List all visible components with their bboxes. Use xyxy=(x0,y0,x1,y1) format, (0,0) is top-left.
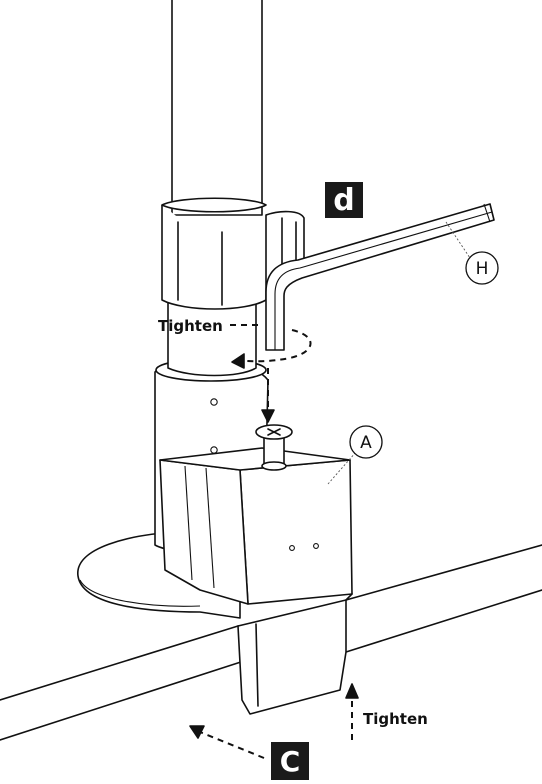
callout-a-leader xyxy=(327,451,357,485)
tighten-label-top: Tighten xyxy=(158,317,223,335)
callout-h-leader xyxy=(445,221,471,259)
screw xyxy=(255,424,293,471)
tighten-rotation-indicator xyxy=(230,324,312,423)
pole xyxy=(171,0,263,216)
step-label-c: C xyxy=(280,745,301,778)
callout-h-label: H xyxy=(476,259,489,279)
callout-a-label: A xyxy=(360,433,372,453)
step-badge-d: d xyxy=(325,182,363,218)
step-label-d: d xyxy=(333,183,354,218)
callout-h: H xyxy=(465,251,499,285)
tighten-label-bottom: Tighten xyxy=(363,710,428,728)
clamp-housing xyxy=(159,447,353,605)
step-badge-c: C xyxy=(271,742,309,780)
c-direction-arrow xyxy=(189,725,265,759)
callout-a: A xyxy=(349,425,383,459)
lower-clamp-jaw xyxy=(237,593,353,715)
tighten-arrow-up xyxy=(345,683,359,740)
screw-hole xyxy=(210,398,218,406)
hex-key xyxy=(265,203,495,351)
